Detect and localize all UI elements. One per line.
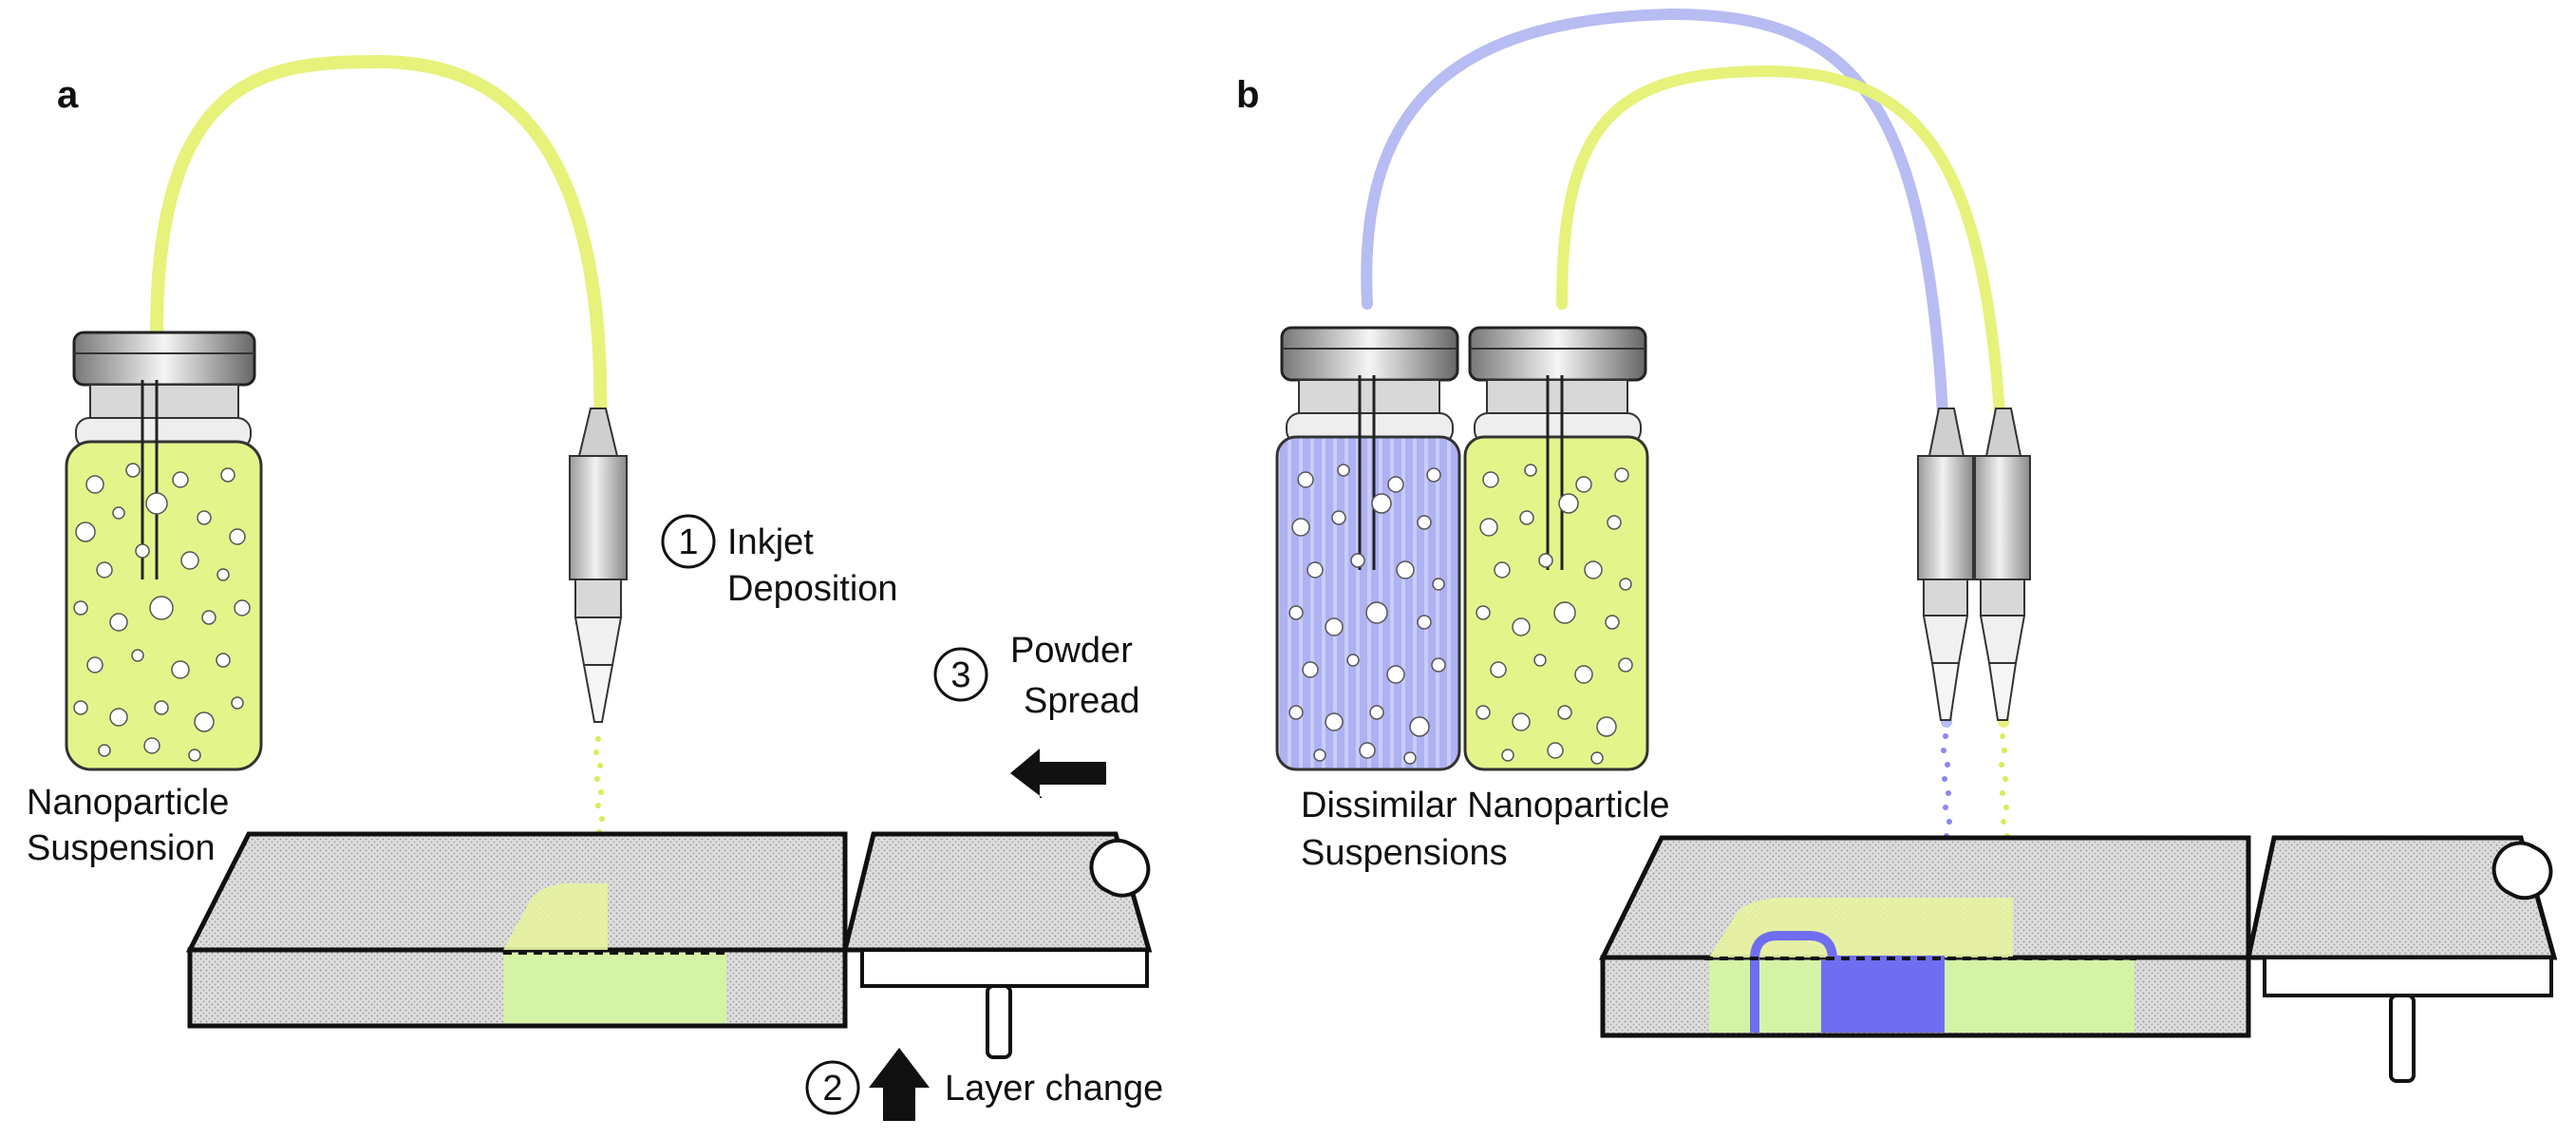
vial-caption-line-1: Nanoparticle <box>27 783 229 823</box>
panel-a: a Nanoparticle Suspension <box>27 54 1163 1121</box>
step-3-circle <box>933 647 988 702</box>
layer-change-arrow-up <box>869 1048 930 1121</box>
step-1-label-line-1: Inkjet <box>727 522 814 562</box>
feed-tube-blue <box>1361 8 1954 728</box>
print-head-blue <box>1917 408 1974 721</box>
vial-yellow <box>65 331 263 771</box>
step-2-circle <box>805 1060 860 1115</box>
step-3-label-line-1: Powder <box>1010 631 1133 671</box>
vial-blue <box>1275 326 1461 771</box>
spread-arrow-left <box>1010 749 1106 798</box>
vial-caption-line-2: Suspension <box>27 828 216 868</box>
step-3-number: 3 <box>950 655 970 695</box>
feed-tube-yellow-b <box>1556 65 2011 728</box>
step-2-number: 2 <box>822 1069 842 1109</box>
powder-bed-b <box>1598 835 2558 1083</box>
vials-caption-line-2: Suspensions <box>1301 833 1508 873</box>
panel-b-letter: b <box>1236 74 1259 116</box>
step-1-circle <box>661 514 716 569</box>
vials-caption-line-1: Dissimilar Nanoparticle <box>1301 786 1670 825</box>
vial-yellow-b <box>1463 326 1649 771</box>
powder-bed-a <box>185 831 1153 1059</box>
panel-a-letter: a <box>57 74 79 116</box>
droplets-yellow <box>593 736 605 835</box>
step-1-label-line-2: Deposition <box>727 569 898 609</box>
panel-b: b <box>1236 8 2558 1083</box>
step-1-number: 1 <box>678 522 698 562</box>
feed-tube-yellow <box>150 54 608 482</box>
print-head-yellow <box>569 408 628 723</box>
step-2-label: Layer change <box>945 1069 1163 1109</box>
step-3-label-line-2: Spread <box>1024 681 1140 721</box>
print-head-yellow-b <box>1974 408 2031 721</box>
